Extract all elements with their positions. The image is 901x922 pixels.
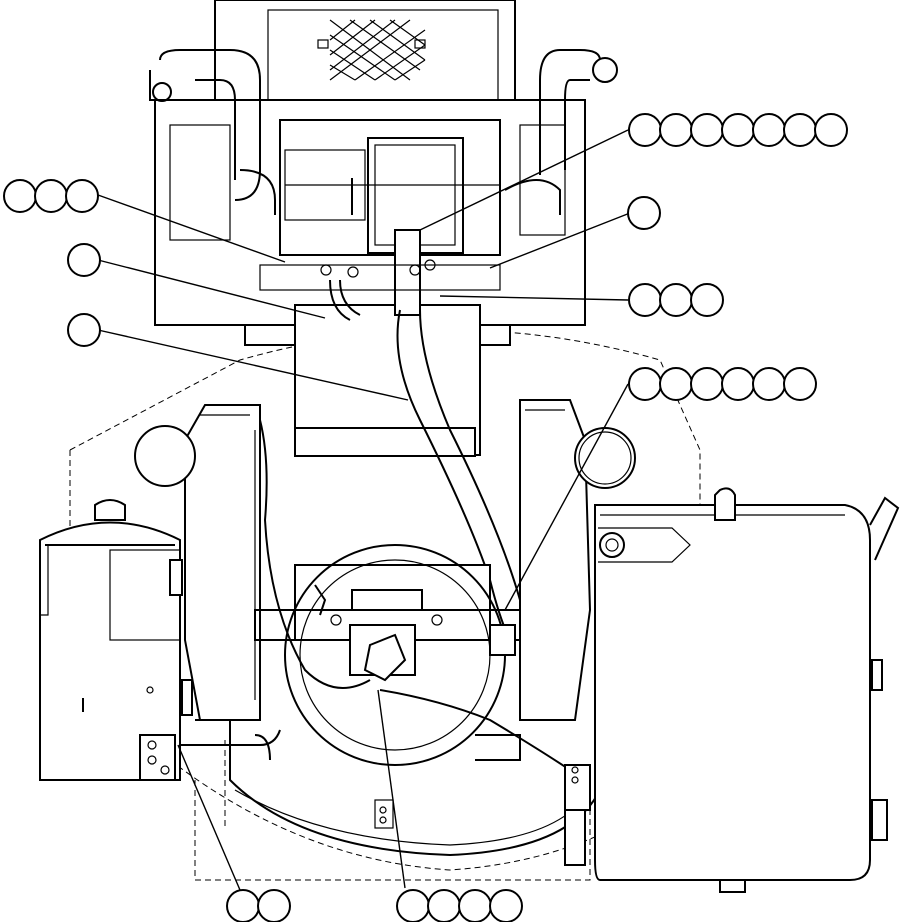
callout-bubble-c1 <box>659 113 693 147</box>
callout-bubble-c8 <box>257 889 291 922</box>
callout-bubble-c9 <box>427 889 461 922</box>
swing-bearing <box>254 544 521 766</box>
callout-bubble-c2 <box>3 179 37 213</box>
frame-left <box>184 404 261 721</box>
callout-bubble-c1 <box>814 113 848 147</box>
intake-pipe-right <box>504 49 618 215</box>
callout-bubble-c4 <box>67 243 101 277</box>
callout-bubble-c6 <box>67 313 101 347</box>
callout-bubble-c1 <box>690 113 724 147</box>
callout-bubble-c9 <box>458 889 492 922</box>
callout-bubble-c7 <box>659 367 693 401</box>
tank-left <box>39 499 193 781</box>
callout-bubble-c5 <box>690 283 724 317</box>
tank-right <box>564 487 900 893</box>
callout-bubble-c1 <box>752 113 786 147</box>
frame-right <box>519 399 592 721</box>
callout-bubble-c1 <box>783 113 817 147</box>
callout-bubble-c2 <box>34 179 68 213</box>
engine-block <box>154 99 586 326</box>
callout-bubble-c9 <box>396 889 430 922</box>
callout-bubble-c3 <box>627 196 661 230</box>
hydraulic-hoses <box>180 279 571 771</box>
leader-lines <box>97 129 631 891</box>
callout-bubble-c1 <box>628 113 662 147</box>
intake-pipe-left <box>149 49 276 215</box>
callout-bubbles <box>3 113 848 922</box>
callout-bubble-c7 <box>721 367 755 401</box>
callout-bubble-c1 <box>721 113 755 147</box>
callout-bubble-c5 <box>659 283 693 317</box>
callout-bubble-c5 <box>628 283 662 317</box>
callout-bubble-c7 <box>783 367 817 401</box>
callout-bubble-c7 <box>628 367 662 401</box>
callout-bubble-c7 <box>690 367 724 401</box>
callout-bubble-c2 <box>65 179 99 213</box>
callout-bubble-c9 <box>489 889 523 922</box>
port-right <box>574 427 636 489</box>
callout-bubble-c7 <box>752 367 786 401</box>
callout-bubble-c8 <box>226 889 260 922</box>
port-left <box>134 425 196 487</box>
